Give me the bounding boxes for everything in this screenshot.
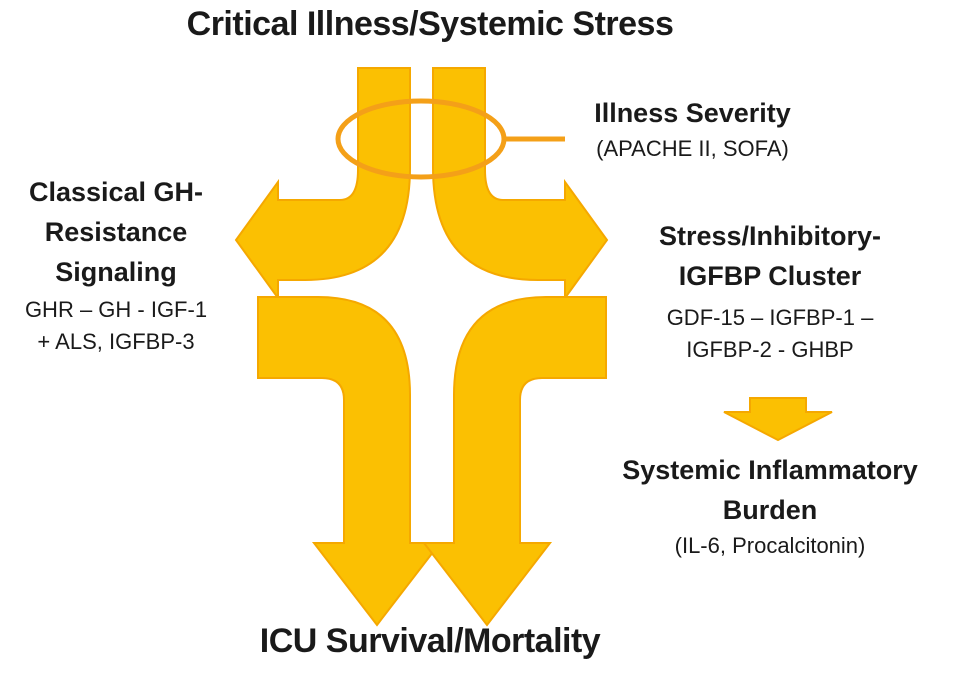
inflammation-detail: (IL-6, Procalcitonin) — [674, 533, 866, 558]
stress-line1: Stress/Inhibitory- — [658, 221, 882, 251]
stress-detail2: IGFBP-2 - GHBP — [686, 337, 854, 362]
arrow-stress-to-outcome — [421, 296, 607, 627]
stress-cluster-label: Stress/Inhibitory- IGFBP Cluster GDF-15 … — [615, 216, 925, 366]
classical-detail2: + ALS, IGFBP-3 — [37, 329, 195, 354]
arrow-classical-to-outcome — [257, 296, 443, 627]
classical-line2: Resistance — [44, 217, 188, 247]
arrow-to-classical-signaling — [234, 67, 411, 302]
stress-line2: IGFBP Cluster — [678, 261, 862, 291]
severity-title: Illness Severity — [594, 98, 791, 128]
top-title: Critical Illness/Systemic Stress — [186, 5, 674, 43]
classical-line3: Signaling — [55, 257, 177, 287]
inflammation-line1: Systemic Inflammatory — [622, 455, 918, 485]
bottom-title: ICU Survival/Mortality — [259, 622, 601, 660]
classical-line1: Classical GH- — [28, 177, 204, 207]
inflammation-line2: Burden — [722, 495, 818, 525]
arrow-to-stress-cluster — [432, 67, 609, 302]
classical-detail1: GHR – GH - IGF-1 — [24, 297, 208, 322]
classical-signaling-label: Classical GH- Resistance Signaling GHR –… — [0, 172, 232, 358]
inflammatory-burden-label: Systemic Inflammatory Burden (IL-6, Proc… — [590, 450, 950, 562]
arrow-to-inflammatory-burden — [723, 397, 833, 442]
severity-label: Illness Severity (APACHE II, SOFA) — [560, 93, 825, 165]
severity-detail: (APACHE II, SOFA) — [596, 136, 789, 161]
stress-detail1: GDF-15 – IGFBP-1 – — [666, 305, 874, 330]
